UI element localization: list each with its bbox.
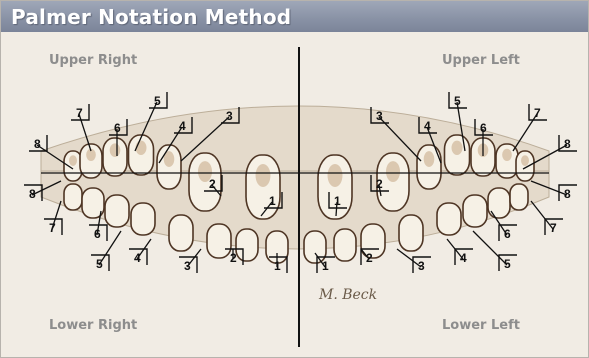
- tooth-shading: [424, 151, 435, 167]
- tooth-shading: [256, 164, 271, 187]
- tooth-number-upper-left-5: 5: [454, 94, 461, 108]
- lower-tooth: [169, 215, 193, 251]
- lower-tooth: [236, 229, 258, 261]
- tooth-number-upper-left-3: 3: [376, 109, 383, 123]
- tooth-shading: [386, 161, 400, 182]
- lower-tooth: [131, 203, 155, 235]
- tooth-number-upper-right-7: 7: [76, 106, 83, 120]
- tooth-shading: [69, 155, 77, 166]
- tooth-number-lower-left-2: 2: [366, 251, 373, 265]
- tooth-number-lower-right-7: 7: [49, 221, 56, 235]
- quadrant-lower-left: Lower Left: [442, 318, 520, 333]
- tooth-number-lower-right-8: 8: [29, 187, 36, 201]
- tooth-shading: [502, 149, 512, 161]
- tooth-number-lower-left-7: 7: [550, 221, 557, 235]
- lower-tooth: [488, 188, 510, 218]
- tooth-shading: [521, 155, 529, 166]
- lower-tooth: [437, 203, 461, 235]
- tooth-number-upper-left-1: 1: [334, 194, 341, 208]
- tooth-number-lower-right-6: 6: [94, 227, 101, 241]
- quadrant-upper-right: Upper Right: [49, 53, 137, 68]
- tooth-number-lower-left-4: 4: [460, 251, 467, 265]
- tooth-number-upper-right-2: 2: [209, 177, 216, 191]
- tooth-number-lower-right-3: 3: [184, 259, 191, 273]
- tooth-number-lower-right-2: 2: [230, 251, 237, 265]
- quadrant-lower-right: Lower Right: [49, 318, 137, 333]
- tooth-number-upper-right-5: 5: [154, 94, 161, 108]
- quadrant-upper-left: Upper Left: [442, 53, 520, 68]
- tooth-number-lower-left-6: 6: [504, 227, 511, 241]
- lower-tooth: [510, 184, 528, 210]
- lower-tooth: [105, 195, 129, 227]
- tooth-number-lower-left-1: 1: [322, 259, 329, 273]
- tooth-number-upper-left-6: 6: [480, 121, 487, 135]
- tooth-number-upper-right-6: 6: [114, 121, 121, 135]
- tooth-number-upper-left-8: 8: [564, 137, 571, 151]
- tooth-number-upper-right-1: 1: [269, 194, 276, 208]
- tooth-shading: [136, 141, 147, 155]
- tooth-number-lower-right-4: 4: [134, 251, 141, 265]
- tooth-shading: [452, 141, 463, 155]
- lower-tooth: [334, 229, 356, 261]
- tooth-number-lower-left-5: 5: [504, 257, 511, 271]
- tooth-number-upper-left-7: 7: [534, 106, 541, 120]
- tooth-number-upper-right-3: 3: [226, 109, 233, 123]
- tooth-number-upper-right-4: 4: [179, 119, 186, 133]
- tooth-shading: [110, 143, 121, 157]
- tooth-number-lower-left-8: 8: [564, 187, 571, 201]
- artist-signature: M. Beck: [318, 287, 377, 303]
- tooth-number-upper-right-8: 8: [34, 137, 41, 151]
- lower-tooth: [463, 195, 487, 227]
- leader-line: [473, 231, 507, 265]
- tooth-number-upper-left-4: 4: [424, 119, 431, 133]
- tooth-number-lower-left-3: 3: [418, 259, 425, 273]
- tooth-number-lower-right-5: 5: [96, 257, 103, 271]
- tooth-number-upper-left-2: 2: [376, 177, 383, 191]
- tooth-shading: [328, 164, 343, 187]
- lower-tooth: [399, 215, 423, 251]
- lower-tooth: [207, 224, 231, 258]
- tooth-number-lower-right-1: 1: [274, 259, 281, 273]
- lower-tooth: [64, 184, 82, 210]
